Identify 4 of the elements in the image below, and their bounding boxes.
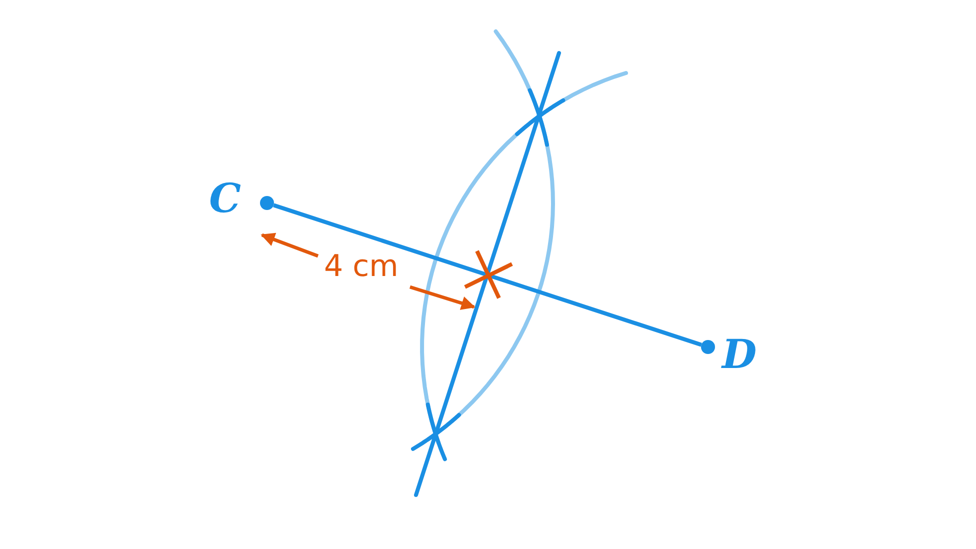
line-segment xyxy=(273,203,702,347)
point-label: D xyxy=(722,335,757,375)
point-label: C xyxy=(209,179,241,219)
dimension-label: 4 cm xyxy=(324,252,398,282)
